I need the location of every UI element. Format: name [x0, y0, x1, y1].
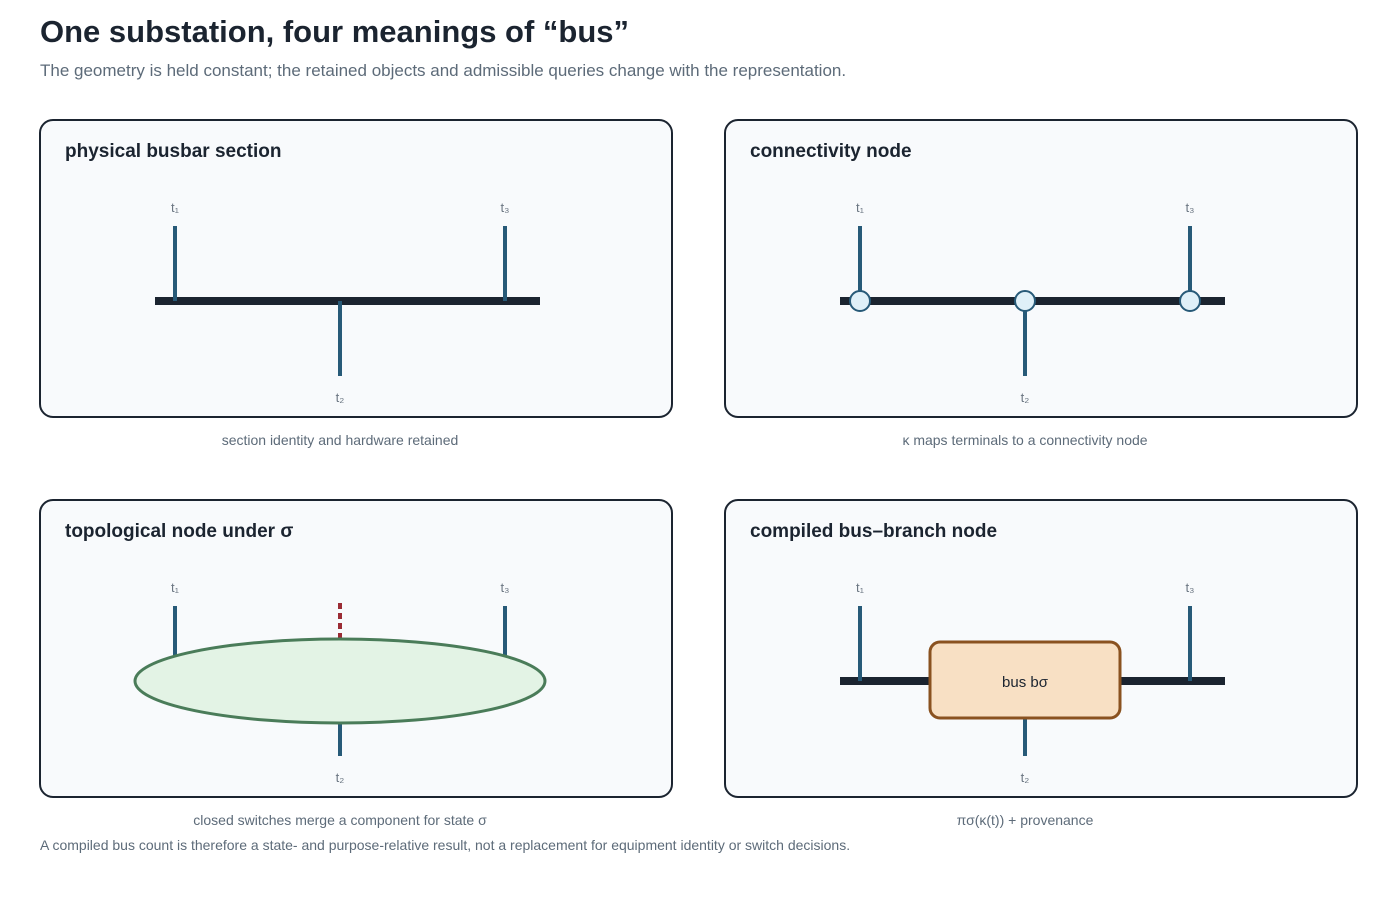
panel-title: physical busbar section — [65, 141, 282, 162]
terminal-t1-label: t₁ — [171, 200, 180, 215]
connectivity-node-t1 — [849, 290, 871, 312]
terminal-t1-label: t₁ — [856, 200, 865, 215]
footnote: A compiled bus count is therefore a stat… — [40, 837, 851, 853]
terminal-t1-label: t₁ — [171, 580, 180, 595]
terminal-t3-label: t₃ — [501, 200, 510, 215]
panel-caption-compiled: πσ(κ(t)) + provenance — [956, 812, 1094, 828]
page-subtitle: The geometry is held constant; the retai… — [40, 61, 847, 80]
terminal-t2-label: t₂ — [336, 770, 345, 785]
panel-compiled-bus-branch: bus bσ t₁ t₃ t₂ compiled bus–branch node — [724, 499, 1358, 798]
connectivity-node-t3 — [1179, 290, 1201, 312]
panel-title: compiled bus–branch node — [750, 521, 998, 542]
terminal-t3-label: t₃ — [1186, 200, 1195, 215]
physical-busbar-diagram: t₁ t₃ t₂ — [155, 200, 540, 405]
topological-node-diagram: t₁ t₃ t₂ — [133, 580, 547, 785]
topological-node-ellipse — [133, 637, 547, 725]
terminal-t2-label: t₂ — [1021, 390, 1030, 405]
compiled-bus-label: bus bσ — [1002, 674, 1049, 691]
panel-title: connectivity node — [750, 141, 912, 162]
connectivity-node-diagram: t₁ t₃ t₂ — [840, 200, 1225, 405]
terminal-t2-label: t₂ — [336, 390, 345, 405]
panel-topological-node: t₁ t₃ t₂ topological node under σ — [39, 499, 673, 798]
panel-physical-busbar: t₁ t₃ t₂ physical busbar section — [39, 119, 673, 418]
panel-caption-physical: section identity and hardware retained — [221, 432, 459, 448]
panel-title: topological node under σ — [65, 521, 294, 542]
page-title: One substation, four meanings of “bus” — [40, 14, 630, 49]
panel-connectivity-node: t₁ t₃ t₂ connectivity node — [724, 119, 1358, 418]
terminal-t2-label: t₂ — [1021, 770, 1030, 785]
panel-caption-topological: closed switches merge a component for st… — [193, 812, 487, 828]
connectivity-node-t2 — [1014, 290, 1036, 312]
terminal-t3-label: t₃ — [501, 580, 510, 595]
panel-caption-connectivity: κ maps terminals to a connectivity node — [902, 432, 1148, 448]
compiled-bus-branch-diagram: bus bσ t₁ t₃ t₂ — [840, 580, 1225, 785]
terminal-t3-label: t₃ — [1186, 580, 1195, 595]
compiled-bus-box — [928, 640, 1122, 720]
terminal-t1-label: t₁ — [856, 580, 865, 595]
